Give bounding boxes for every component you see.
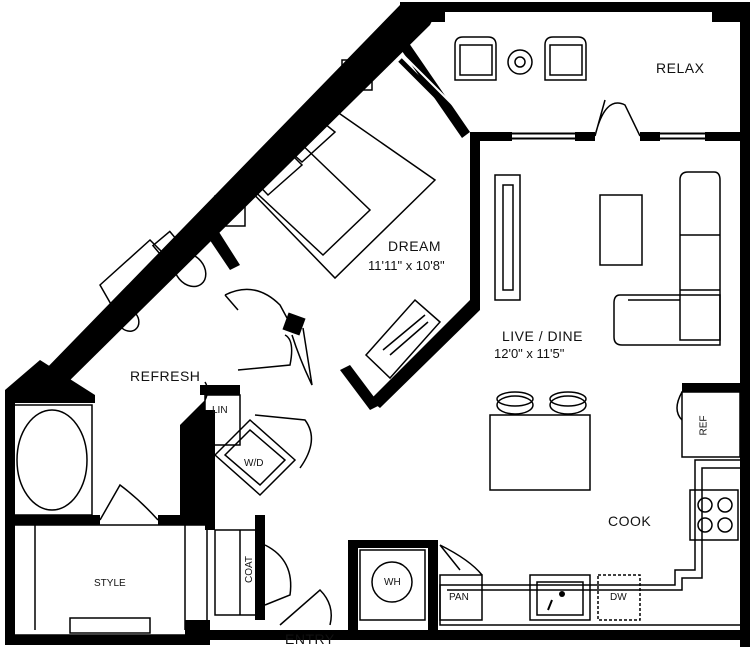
door-entry [279,588,332,626]
pillow [250,146,304,197]
door-style [99,483,159,521]
wh-closet [359,549,426,621]
vanity [99,238,177,322]
fixture-label-lin: LIN [212,405,228,416]
wall-right [740,2,750,647]
fixture-label-dw: DW [610,592,627,603]
room-dims-dream: 11'11" x 10'8" [368,258,445,273]
bed [238,99,437,280]
kitchen-sink [529,574,591,621]
lin-closet [204,394,241,446]
wall-dream-stub [282,312,306,336]
coffee-table [599,194,643,266]
room-label-refresh: REFRESH [130,368,201,384]
pan-box [439,574,483,621]
wd-box [213,418,297,497]
range [689,489,739,541]
tv-console [494,174,521,301]
toilet-tank [151,230,191,270]
door-dream-2 [291,327,313,386]
chair-right [544,36,587,81]
side-table [507,49,533,75]
room-label-entry: ENTRY [285,631,335,647]
fixture-label-wh: WH [384,577,401,588]
coat-closet [214,529,261,616]
room-dims-live: 12'0" x 11'5" [494,346,565,361]
stool [549,395,587,415]
fixture-label-coat: COAT [244,555,256,584]
wall-relax-bottom-3 [640,132,660,141]
pillow [282,115,337,164]
wall-relax-bottom-2 [575,132,595,141]
wall-dream-south [340,365,380,410]
corner-block-tr [712,2,750,22]
wall-lin [200,385,240,395]
nightstand [214,195,246,227]
wall-wh-right [428,540,438,630]
toilet-bowl [173,252,207,288]
sofa [613,171,721,346]
stool [496,395,534,415]
fixture-label-ref: REF [698,415,710,436]
room-label-dream: DREAM [388,238,442,254]
wall-bottom-left [5,635,210,645]
wall-laundry-block [180,400,205,520]
wall-wd-left [205,410,215,530]
wall-dream-east [370,132,480,408]
wall-dream-bath [195,210,240,270]
room-label-live: LIVE / DINE [502,328,583,344]
door-pan [439,544,483,576]
fixture-label-pan: PAN [449,592,469,603]
door-bath [237,334,293,371]
room-label-relax: RELAX [656,60,705,76]
faucet [559,591,565,597]
door-relax [594,99,641,137]
dw-box [597,574,641,621]
wall-relax-bottom-4 [705,132,750,141]
wall-wh-left [348,540,358,630]
wall-top [400,2,750,12]
wall-bath-bottom [10,515,100,525]
wall-wh-top [348,540,438,548]
tub [11,404,93,516]
sink [116,308,140,332]
dining-island [489,414,591,491]
style-closet [11,524,208,636]
window-diagonal [398,58,457,117]
chair-left [454,36,497,81]
wall-bottom [205,630,750,640]
ref-box [681,391,741,458]
wall-relax-bottom [470,132,512,141]
dresser [364,298,442,380]
door-wd [254,414,313,469]
corner-block-tl [410,2,445,22]
wall-diagonal [40,5,440,390]
room-label-cook: COOK [608,513,652,529]
door-dream [224,288,288,319]
wall-ref [682,383,750,392]
nightstand [341,59,373,91]
room-label-style: STYLE [94,578,126,589]
wall-corner-tub [5,360,95,403]
wall-entry-stub [185,620,210,635]
door-coat [264,544,292,606]
fixture-label-wd: W/D [244,458,264,469]
